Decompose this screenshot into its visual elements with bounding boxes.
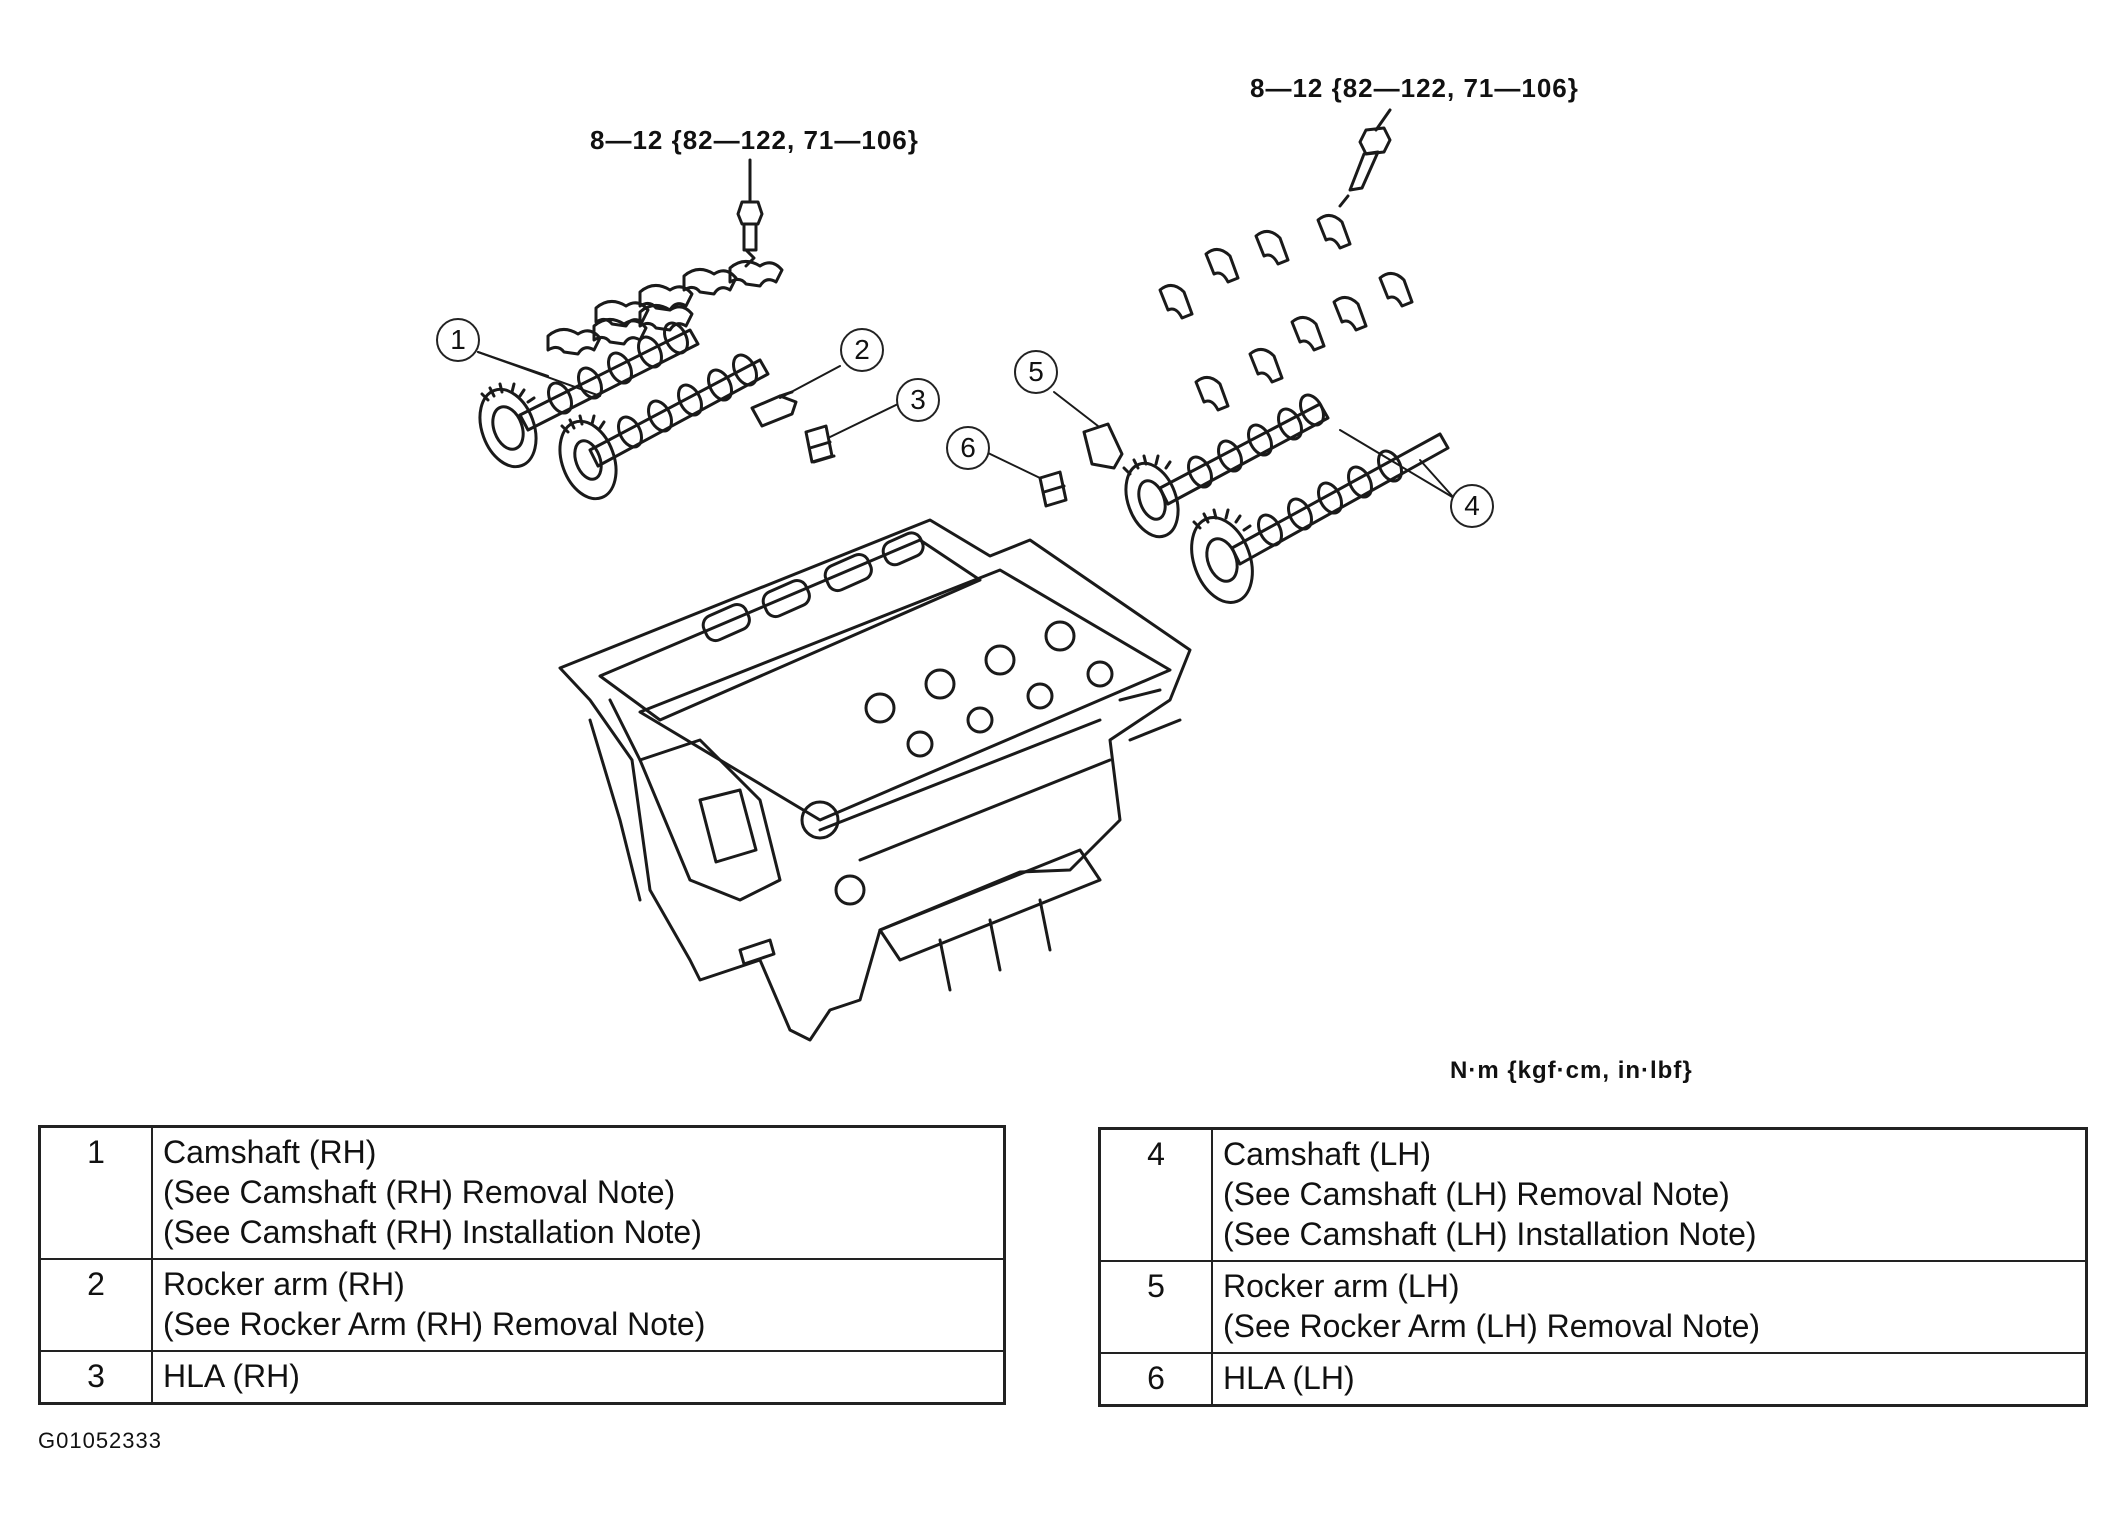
- part-note[interactable]: (See Rocker Arm (RH) Removal Note): [163, 1306, 706, 1342]
- rh-bolt: [736, 158, 764, 268]
- parts-table-lh: 4 Camshaft (LH) (See Camshaft (LH) Remov…: [1098, 1127, 2088, 1407]
- parts-table-rh: 1 Camshaft (RH) (See Camshaft (RH) Remov…: [38, 1125, 1006, 1405]
- part-description: HLA (LH): [1211, 1352, 2088, 1407]
- rh-hla: [804, 424, 836, 464]
- rh-bearing-caps: [546, 260, 784, 356]
- part-description: Camshaft (LH) (See Camshaft (LH) Removal…: [1211, 1127, 2088, 1262]
- part-name: Rocker arm (RH): [163, 1266, 405, 1302]
- torque-spec-lh: 8—12 {82—122, 71—106}: [1250, 73, 1579, 103]
- part-number: 3: [38, 1350, 153, 1405]
- cylinder-block: [558, 518, 1192, 1042]
- part-note[interactable]: (See Camshaft (RH) Removal Note): [163, 1174, 676, 1210]
- part-number: 1: [38, 1125, 153, 1260]
- part-note[interactable]: (See Camshaft (RH) Installation Note): [163, 1214, 702, 1250]
- rh-camshaft-lower: [558, 353, 770, 501]
- part-number: 5: [1098, 1260, 1213, 1354]
- part-number: 2: [38, 1258, 153, 1352]
- table-row: 6 HLA (LH): [1098, 1352, 2088, 1407]
- part-note[interactable]: (See Camshaft (LH) Removal Note): [1223, 1176, 1730, 1212]
- table-row: 3 HLA (RH): [38, 1350, 1006, 1405]
- lh-camshaft-lower: [1190, 432, 1450, 604]
- callout-6: 6: [946, 426, 990, 470]
- callout-4: 4: [1450, 484, 1494, 528]
- figure-id: G01052333: [38, 1428, 162, 1453]
- part-name: Camshaft (LH): [1223, 1136, 1432, 1172]
- callout-1: 1: [436, 318, 480, 362]
- leader-lines: [477, 351, 1455, 499]
- callout-3: 3: [896, 378, 940, 422]
- lh-camshaft-upper: [1122, 393, 1330, 539]
- lh-rocker-arm: [1082, 422, 1124, 470]
- lh-bolt: [1338, 108, 1392, 208]
- part-description: HLA (RH): [151, 1350, 1006, 1405]
- part-note[interactable]: (See Rocker Arm (LH) Removal Note): [1223, 1308, 1761, 1344]
- torque-spec-rh: 8—12 {82—122, 71—106}: [590, 125, 919, 155]
- part-description: Rocker arm (RH) (See Rocker Arm (RH) Rem…: [151, 1258, 1006, 1352]
- part-name: Rocker arm (LH): [1223, 1268, 1460, 1304]
- lh-bearing-caps: [1158, 214, 1414, 412]
- callout-2: 2: [840, 328, 884, 372]
- table-row: 5 Rocker arm (LH) (See Rocker Arm (LH) R…: [1098, 1260, 2088, 1354]
- table-row: 4 Camshaft (LH) (See Camshaft (LH) Remov…: [1098, 1127, 2088, 1262]
- table-row: 1 Camshaft (RH) (See Camshaft (RH) Remov…: [38, 1125, 1006, 1260]
- rh-camshaft-upper: [478, 321, 700, 469]
- part-number: 6: [1098, 1352, 1213, 1407]
- part-name: HLA (LH): [1223, 1360, 1355, 1396]
- part-note[interactable]: (See Camshaft (LH) Installation Note): [1223, 1216, 1757, 1252]
- part-name: Camshaft (RH): [163, 1134, 377, 1170]
- table-row: 2 Rocker arm (RH) (See Rocker Arm (RH) R…: [38, 1258, 1006, 1352]
- part-description: Rocker arm (LH) (See Rocker Arm (LH) Rem…: [1211, 1260, 2088, 1354]
- part-number: 4: [1098, 1127, 1213, 1262]
- part-name: HLA (RH): [163, 1358, 300, 1394]
- rh-rocker-arm: [750, 390, 798, 428]
- lh-hla: [1038, 470, 1068, 508]
- torque-units: N·m {kgf·cm, in·lbf}: [1450, 1057, 1693, 1084]
- callout-5: 5: [1014, 350, 1058, 394]
- part-description: Camshaft (RH) (See Camshaft (RH) Removal…: [151, 1125, 1006, 1260]
